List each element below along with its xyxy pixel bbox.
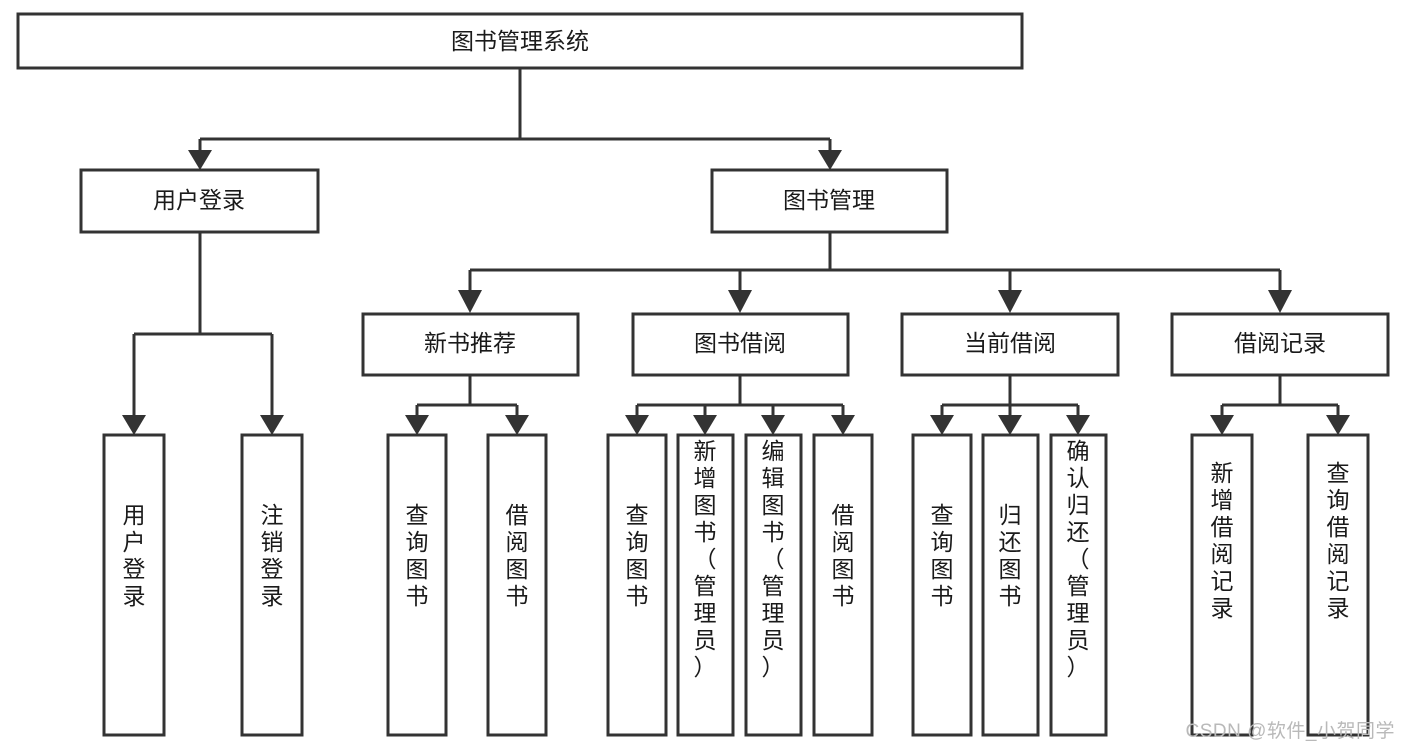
arrow-to-leaf-query-book-1 bbox=[405, 415, 429, 435]
node-leaf-query-book-2[interactable]: 查询图书 bbox=[606, 433, 668, 737]
node-leaf-add-book-box[interactable] bbox=[676, 433, 735, 737]
node-leaf-user-logout[interactable]: 注销登录 bbox=[240, 433, 304, 737]
node-leaf-query-book-1-box[interactable] bbox=[386, 433, 448, 737]
arrow-to-user-login bbox=[188, 150, 212, 170]
node-leaf-user-logout-label: 注销登录 bbox=[261, 502, 284, 609]
node-leaf-query-record-label: 查询借阅记录 bbox=[1327, 460, 1350, 621]
arrow-to-current-borrow bbox=[998, 290, 1022, 313]
arrow-to-borrow-record bbox=[1268, 290, 1292, 313]
node-leaf-add-book-label: 新增图书（管理员） bbox=[694, 438, 717, 680]
node-current-borrow-box[interactable] bbox=[900, 312, 1120, 377]
node-new-book-recommend-label: 新书推荐 bbox=[424, 330, 516, 356]
node-leaf-confirm-return[interactable]: 确认归还（管理员） bbox=[1049, 433, 1108, 737]
node-user-login-box[interactable] bbox=[79, 168, 320, 234]
arrow-to-leaf-add-record bbox=[1210, 415, 1234, 435]
node-leaf-query-book-1[interactable]: 查询图书 bbox=[386, 433, 448, 737]
arrow-to-leaf-query-book-3 bbox=[930, 415, 954, 435]
node-current-borrow[interactable]: 当前借阅 bbox=[900, 312, 1120, 377]
connectors-group bbox=[122, 68, 1350, 435]
node-book-borrow-label: 图书借阅 bbox=[694, 330, 786, 356]
node-leaf-borrow-book-1-box[interactable] bbox=[486, 433, 548, 737]
arrow-to-leaf-borrow-book-2 bbox=[831, 415, 855, 435]
node-book-manage[interactable]: 图书管理 bbox=[710, 168, 949, 234]
node-leaf-confirm-return-box[interactable] bbox=[1049, 433, 1108, 737]
node-leaf-borrow-book-2[interactable]: 借阅图书 bbox=[812, 433, 874, 737]
node-leaf-add-book[interactable]: 新增图书（管理员） bbox=[676, 433, 735, 737]
node-borrow-record-box[interactable] bbox=[1170, 312, 1390, 377]
node-root-label: 图书管理系统 bbox=[451, 28, 589, 54]
node-leaf-edit-book[interactable]: 编辑图书（管理员） bbox=[744, 433, 803, 737]
node-leaf-query-book-3[interactable]: 查询图书 bbox=[911, 433, 973, 737]
arrow-to-leaf-borrow-book-1 bbox=[505, 415, 529, 435]
node-root[interactable]: 图书管理系统 bbox=[16, 12, 1024, 70]
arrow-to-leaf-return-book bbox=[998, 415, 1022, 435]
node-leaf-edit-book-box[interactable] bbox=[744, 433, 803, 737]
arrow-to-leaf-confirm-return bbox=[1066, 415, 1090, 435]
node-leaf-query-book-2-box[interactable] bbox=[606, 433, 668, 737]
csdn-watermark: CSDN @软件_小贺同学 bbox=[1185, 721, 1395, 742]
node-new-book-recommend-box[interactable] bbox=[361, 312, 580, 377]
node-leaf-add-record-box[interactable] bbox=[1190, 433, 1254, 737]
arrow-to-book-manage bbox=[818, 150, 842, 170]
node-leaf-query-book-1-label: 查询图书 bbox=[406, 502, 429, 609]
node-leaf-return-book[interactable]: 归还图书 bbox=[981, 433, 1040, 737]
node-root-box[interactable] bbox=[16, 12, 1024, 70]
node-leaf-edit-book-label: 编辑图书（管理员） bbox=[762, 438, 785, 680]
arrow-to-leaf-add-book bbox=[693, 415, 717, 435]
node-leaf-user-logout-box[interactable] bbox=[240, 433, 304, 737]
node-book-borrow[interactable]: 图书借阅 bbox=[631, 312, 850, 377]
arrow-to-leaf-query-book-2 bbox=[625, 415, 649, 435]
node-leaf-add-record[interactable]: 新增借阅记录 bbox=[1190, 433, 1254, 737]
node-new-book-recommend[interactable]: 新书推荐 bbox=[361, 312, 580, 377]
arrow-to-leaf-user-login bbox=[122, 415, 146, 435]
node-leaf-borrow-book-2-box[interactable] bbox=[812, 433, 874, 737]
node-leaf-borrow-book-2-label: 借阅图书 bbox=[832, 502, 855, 609]
node-leaf-query-record-box[interactable] bbox=[1306, 433, 1370, 737]
node-leaf-confirm-return-label: 确认归还（管理员） bbox=[1067, 438, 1090, 680]
node-leaf-user-login-label: 用户登录 bbox=[123, 502, 146, 609]
node-leaf-query-record[interactable]: 查询借阅记录 bbox=[1306, 433, 1370, 737]
node-user-login-label: 用户登录 bbox=[153, 187, 245, 213]
node-book-manage-label: 图书管理 bbox=[783, 187, 875, 213]
node-borrow-record[interactable]: 借阅记录 bbox=[1170, 312, 1390, 377]
node-book-borrow-box[interactable] bbox=[631, 312, 850, 377]
arrow-to-book-borrow bbox=[728, 290, 752, 313]
node-leaf-return-book-box[interactable] bbox=[981, 433, 1040, 737]
arrow-to-new-book-recommend bbox=[458, 290, 482, 313]
node-user-login[interactable]: 用户登录 bbox=[79, 168, 320, 234]
node-leaf-borrow-book-1[interactable]: 借阅图书 bbox=[486, 433, 548, 737]
node-book-manage-box[interactable] bbox=[710, 168, 949, 234]
node-leaf-user-login[interactable]: 用户登录 bbox=[102, 433, 166, 737]
node-leaf-query-book-3-box[interactable] bbox=[911, 433, 973, 737]
node-leaf-add-record-label: 新增借阅记录 bbox=[1211, 460, 1234, 621]
arrow-to-leaf-edit-book bbox=[761, 415, 785, 435]
node-borrow-record-label: 借阅记录 bbox=[1234, 330, 1326, 356]
node-leaf-borrow-book-1-label: 借阅图书 bbox=[506, 502, 529, 609]
arrow-to-leaf-user-logout bbox=[260, 415, 284, 435]
node-current-borrow-label: 当前借阅 bbox=[964, 330, 1056, 356]
node-leaf-query-book-3-label: 查询图书 bbox=[931, 502, 954, 609]
node-leaf-user-login-box[interactable] bbox=[102, 433, 166, 737]
node-leaf-return-book-label: 归还图书 bbox=[999, 502, 1022, 609]
node-leaf-query-book-2-label: 查询图书 bbox=[626, 502, 649, 609]
arrow-to-leaf-query-record bbox=[1326, 415, 1350, 435]
